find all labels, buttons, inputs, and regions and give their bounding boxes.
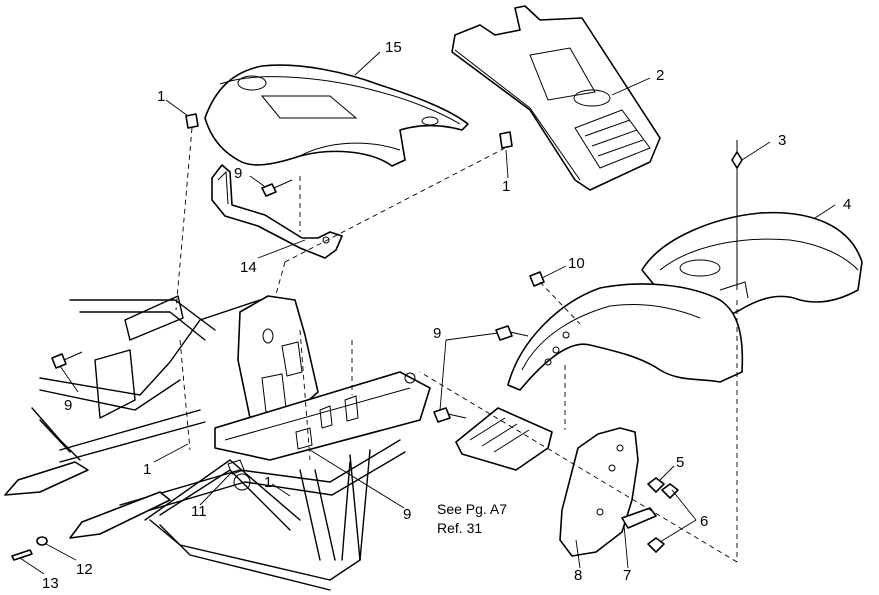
callout-3: 3	[778, 132, 786, 149]
callout-8: 8	[574, 567, 582, 584]
part-mud-plate	[559, 427, 639, 557]
callout-1: 1	[264, 474, 272, 491]
callout-11: 11	[191, 503, 207, 520]
callout-1: 1	[143, 461, 151, 478]
callout-labels: 15 1 2 3 4 1 9 14 10 9 9 1 1 11 9 5 6 7 …	[42, 39, 851, 592]
part-console	[451, 5, 661, 191]
callout-9: 9	[234, 165, 242, 182]
reference-note-line1: See Pg. A7	[437, 501, 507, 517]
callout-9: 9	[433, 325, 441, 342]
callout-14: 14	[240, 259, 257, 276]
part-small-bracket	[621, 507, 657, 529]
callout-1: 1	[502, 178, 510, 195]
callout-9: 9	[403, 506, 411, 523]
clip-1a	[185, 113, 199, 129]
part-front-fender	[507, 283, 744, 391]
callout-9: 9	[64, 397, 72, 414]
callout-2: 2	[656, 67, 664, 84]
part-front-cover	[204, 64, 469, 167]
callout-1: 1	[157, 88, 165, 105]
callout-6: 6	[700, 513, 708, 530]
callout-15: 15	[385, 39, 402, 56]
part-bracket	[211, 164, 343, 259]
part-footrest	[455, 407, 553, 471]
bolt-9a	[261, 183, 277, 197]
callout-13: 13	[42, 575, 59, 592]
leader-lines	[19, 51, 836, 575]
reference-note-line2: Ref. 31	[437, 520, 482, 536]
callout-7: 7	[623, 567, 631, 584]
callout-10: 10	[568, 255, 585, 272]
callout-5: 5	[676, 454, 684, 471]
clip-1b	[499, 131, 513, 149]
assembly-lines	[175, 127, 738, 563]
part-frame	[4, 295, 431, 591]
fasteners	[11, 113, 743, 561]
callout-4: 4	[843, 196, 851, 213]
callout-12: 12	[76, 561, 93, 578]
